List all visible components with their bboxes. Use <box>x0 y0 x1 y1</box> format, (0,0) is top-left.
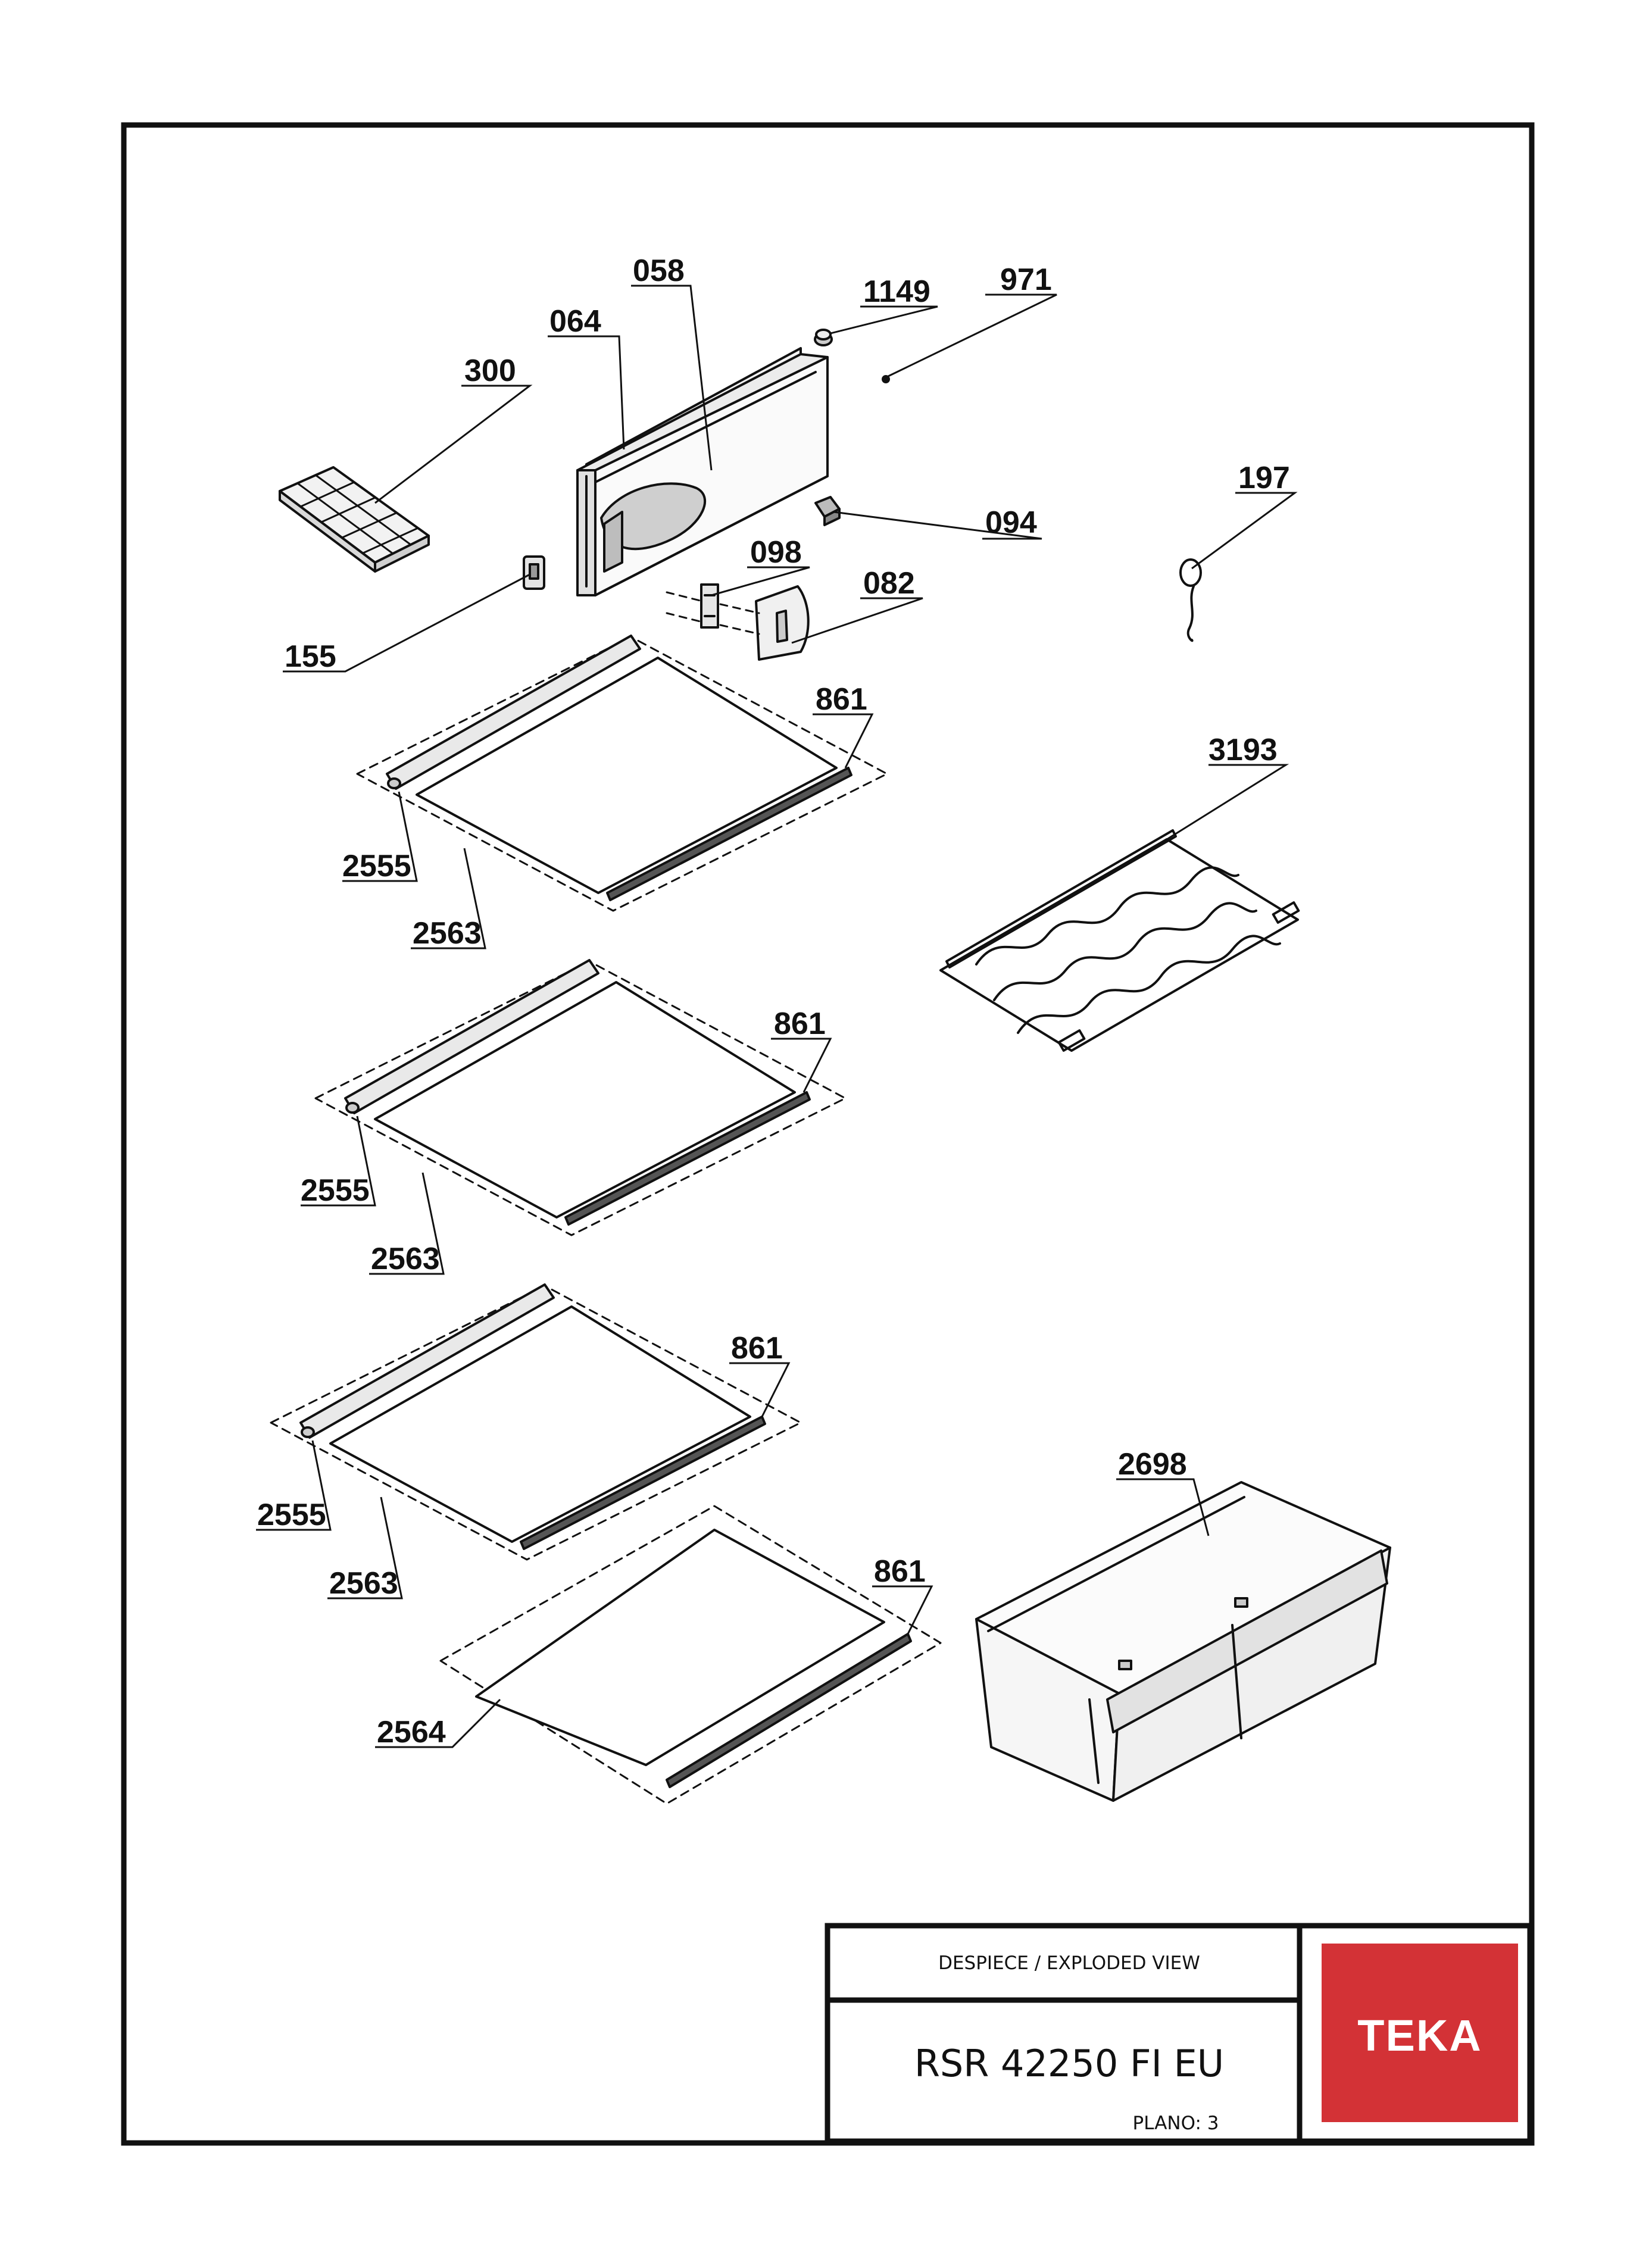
part-labels: 058 064 1149 971 300 197 094 098 082 155… <box>257 254 1290 1749</box>
title-block: DESPIECE / EXPLODED VIEW RSR 42250 FI EU… <box>825 1923 1533 2144</box>
part-label-2563-3: 2563 <box>329 1566 398 1601</box>
hinge-part <box>814 496 841 526</box>
brand-logo-text: TEKA <box>1357 2011 1482 2060</box>
brand-logo <box>1322 1944 1518 2122</box>
shelf-2-part <box>314 959 847 1236</box>
view-title: DESPIECE / EXPLODED VIEW <box>938 1952 1200 1974</box>
part-label-2555-1: 2555 <box>342 849 411 883</box>
part-label-2555-3: 2555 <box>257 1498 326 1532</box>
ice-tray-part <box>279 466 430 573</box>
sheet-number: PLANO: 3 <box>1133 2113 1219 2134</box>
key-ring-part <box>1179 558 1202 642</box>
model-number: RSR 42250 FI EU <box>914 2042 1224 2085</box>
freezer-door-part <box>576 347 829 596</box>
part-label-861-3: 861 <box>731 1331 783 1366</box>
shelf-1-part <box>356 635 888 912</box>
part-label-082: 082 <box>863 566 915 601</box>
part-label-971: 971 <box>1000 263 1052 297</box>
bushing-part <box>814 329 833 346</box>
part-label-1149: 1149 <box>863 274 930 309</box>
switch-part <box>523 555 545 590</box>
part-label-3193: 3193 <box>1208 733 1278 767</box>
part-label-2564: 2564 <box>377 1715 446 1749</box>
part-label-861-1: 861 <box>816 682 867 717</box>
part-label-197: 197 <box>1238 461 1290 495</box>
latch-bracket-part <box>700 583 719 629</box>
part-label-058: 058 <box>633 254 685 288</box>
part-label-2698: 2698 <box>1118 1447 1187 1482</box>
part-label-098: 098 <box>750 535 802 570</box>
crisper-drawer-part <box>975 1481 1391 1802</box>
part-label-094: 094 <box>985 505 1037 540</box>
shelf-3-part <box>270 1283 802 1561</box>
latch-cover-part <box>755 585 810 661</box>
part-label-155: 155 <box>285 639 336 674</box>
part-label-861-4: 861 <box>874 1554 926 1589</box>
screw-part <box>882 375 890 383</box>
shelf-4-part <box>439 1505 942 1805</box>
part-label-300: 300 <box>464 354 516 388</box>
part-label-2563-1: 2563 <box>413 916 482 951</box>
part-label-2555-2: 2555 <box>301 1173 370 1208</box>
part-label-861-2: 861 <box>774 1007 826 1041</box>
part-label-064: 064 <box>549 304 601 339</box>
part-label-2563-2: 2563 <box>371 1242 440 1276</box>
bottle-rack-part <box>939 829 1300 1052</box>
